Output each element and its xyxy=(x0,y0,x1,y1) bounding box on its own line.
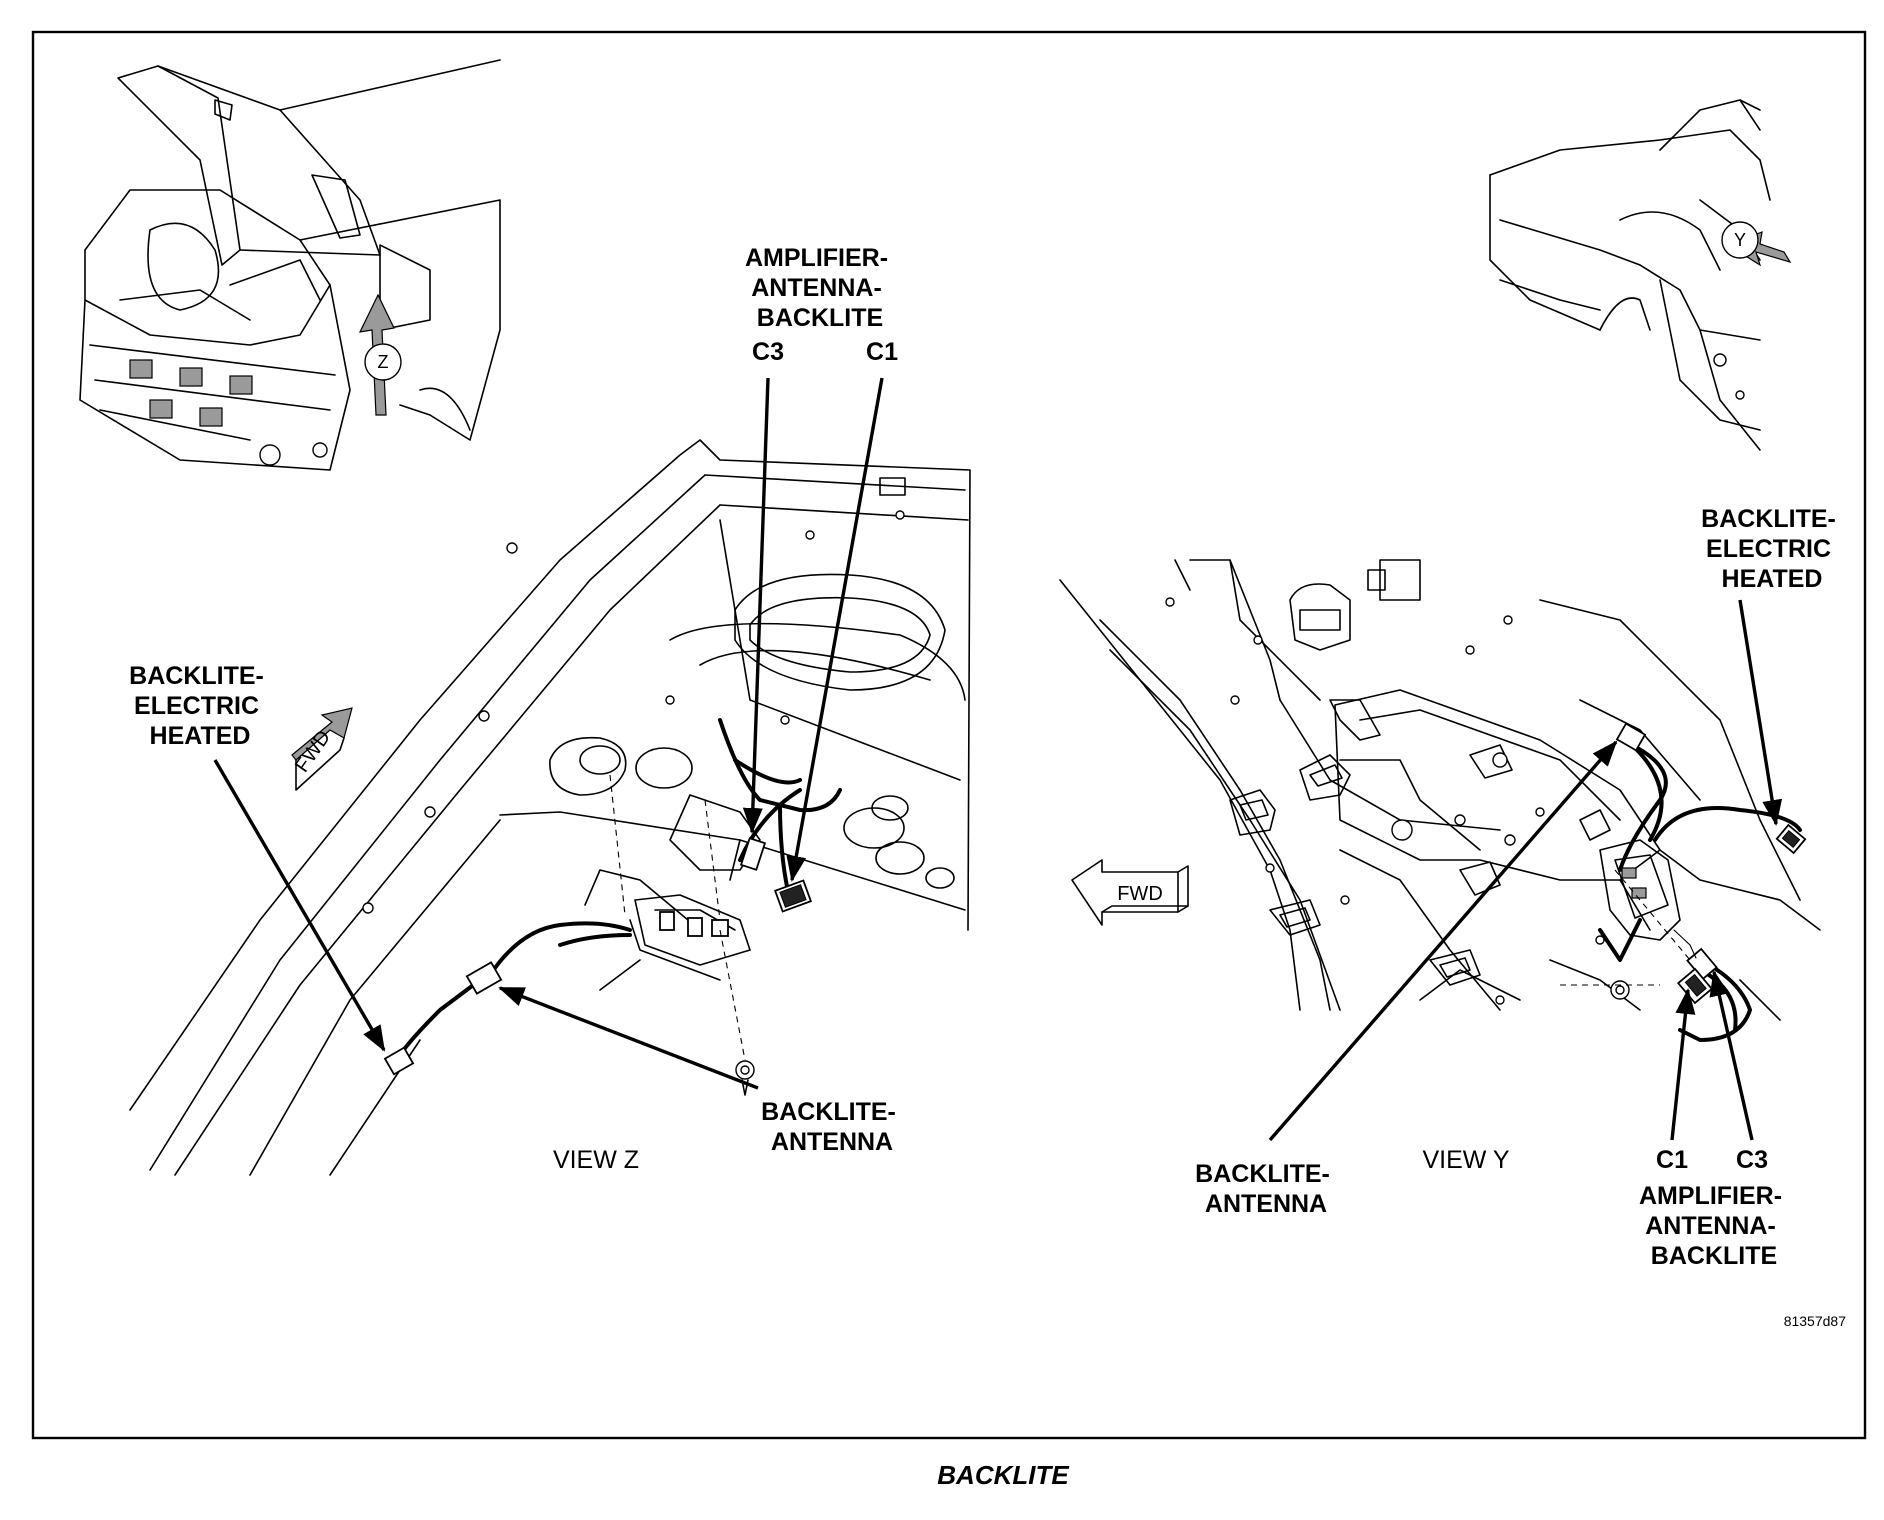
leader-z-c1 xyxy=(786,377,884,882)
view-z-c3-label: C3 xyxy=(752,338,784,366)
view-y-drawing: FWD xyxy=(1059,559,1821,1042)
view-z-backlite-antenna-callout: BACKLITE- ANTENNA xyxy=(761,1098,903,1156)
view-z-amplifier-callout: AMPLIFIER- ANTENNA- BACKLITE xyxy=(745,244,895,332)
view-z-title: VIEW Z xyxy=(553,1146,639,1174)
leader-z-c3 xyxy=(742,377,770,834)
view-y-title: VIEW Y xyxy=(1422,1146,1509,1174)
view-y-heated-backlite-callout: BACKLITE- ELECTRIC HEATED xyxy=(1701,505,1843,593)
view-y-backlite-antenna-callout: BACKLITE- ANTENNA xyxy=(1195,1160,1337,1218)
view-y-locator-thumbnail: Y xyxy=(1489,99,1792,451)
view-y-c1-label: C1 xyxy=(1656,1146,1688,1174)
view-y-fwd-text: FWD xyxy=(1117,883,1163,905)
view-y-key-circle xyxy=(1721,221,1759,259)
leader-lines xyxy=(213,377,1783,1142)
view-z-locator-thumbnail: Z xyxy=(79,59,501,471)
leader-z-antenna xyxy=(498,986,759,1090)
leader-y-heated xyxy=(1738,599,1783,826)
view-z-drawing: FWD xyxy=(129,439,971,1176)
view-y-c3-label: C3 xyxy=(1736,1146,1768,1174)
view-z-c1-label: C1 xyxy=(866,338,898,366)
leader-z-heated xyxy=(213,759,386,1052)
figure-caption: BACKLITE xyxy=(937,1460,1069,1490)
view-z-key-circle xyxy=(364,343,402,381)
view-z-callouts: AMPLIFIER- ANTENNA- BACKLITE C3 C1 BACKL… xyxy=(129,244,903,1174)
view-y-callouts: BACKLITE- ELECTRIC HEATED BACKLITE- ANTE… xyxy=(1195,505,1843,1270)
view-y-key-letter: Y xyxy=(1734,230,1746,250)
view-y-amplifier-callout: AMPLIFIER- ANTENNA- BACKLITE xyxy=(1639,1182,1789,1270)
leader-y-antenna xyxy=(1268,740,1618,1142)
figure-frame xyxy=(31,30,1867,1440)
figure-reference-number: 81357d87 xyxy=(1784,1313,1847,1329)
view-z-heated-backlite-callout: BACKLITE- ELECTRIC HEATED xyxy=(129,662,271,750)
view-z-key-letter: Z xyxy=(378,352,389,372)
leader-y-c3 xyxy=(1709,970,1754,1141)
leader-y-c1 xyxy=(1670,988,1696,1141)
